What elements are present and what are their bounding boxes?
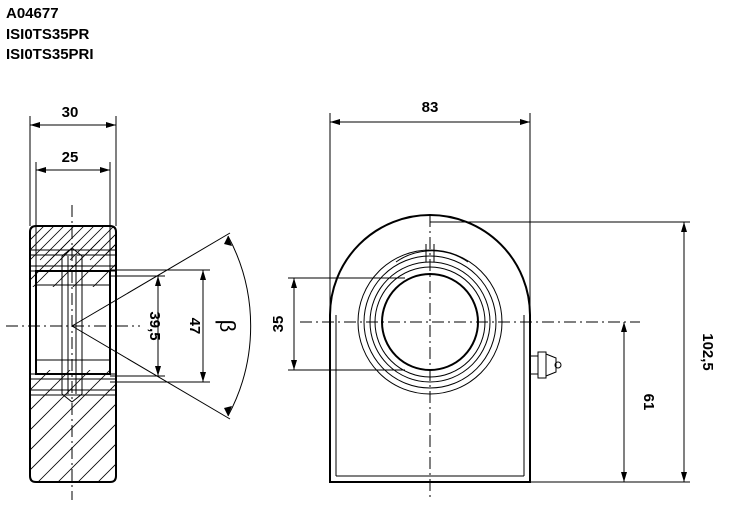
side-view: 30 25 39,5 47 β	[6, 104, 252, 500]
model-code-1: ISI0TS35PR	[6, 25, 90, 43]
grease-nipple-icon	[529, 351, 562, 379]
dim-label-30: 30	[62, 104, 79, 121]
dim-label-61: 61	[640, 394, 657, 411]
dim-label-39-5: 39,5	[146, 311, 163, 340]
side-body-outline	[29, 225, 117, 483]
part-codes: A04677 ISI0TS35PR ISI0TS35PRI	[6, 4, 94, 66]
angle-label-beta: β	[215, 320, 240, 333]
front-view: 83 35 61 102,5	[270, 99, 716, 500]
model-code-2: ISI0TS35PRI	[6, 46, 94, 63]
dim-label-102-5: 102,5	[699, 333, 716, 371]
dim-label-47: 47	[186, 318, 203, 335]
inner-ring	[35, 270, 111, 375]
dim-label-35: 35	[270, 316, 287, 333]
dim-label-25: 25	[62, 149, 79, 166]
part-code: A04677	[6, 5, 59, 22]
front-body-outline	[329, 214, 531, 483]
dim-label-83: 83	[422, 99, 439, 116]
